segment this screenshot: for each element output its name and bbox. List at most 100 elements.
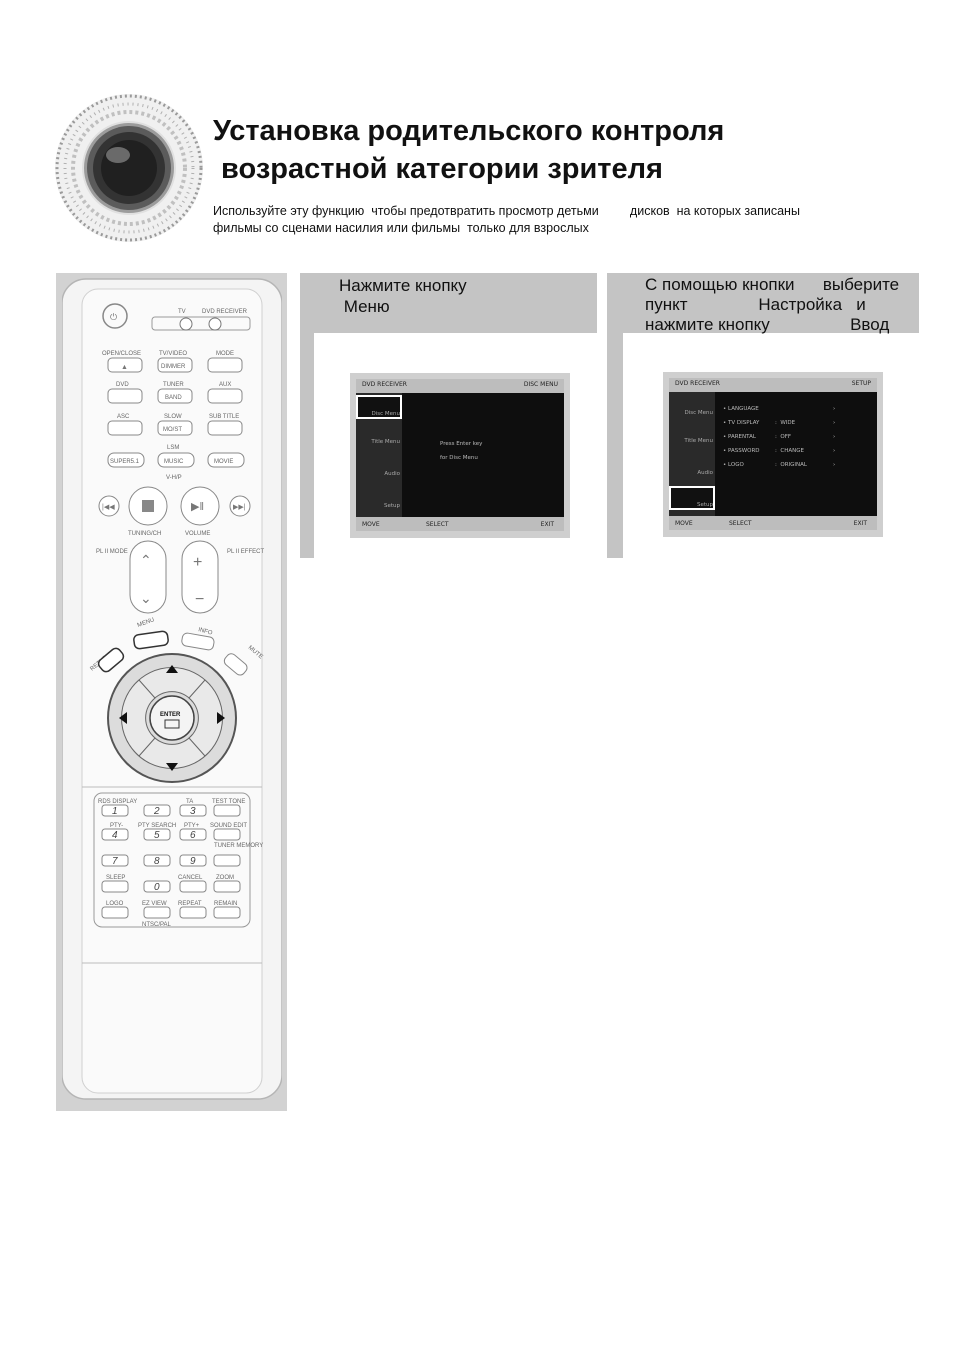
tuning-rocker[interactable] [129,540,167,614]
svg-text:DIMMER: DIMMER [161,364,186,370]
svg-text:SUPER5.1: SUPER5.1 [110,459,140,465]
setup-item: Setup [383,503,400,509]
svg-text:REMAIN: REMAIN [214,901,237,907]
return-button[interactable] [97,646,126,673]
asc-button[interactable] [107,420,143,436]
super51-button[interactable] [107,452,145,468]
svg-text:VOLUME: VOLUME [185,531,210,537]
music-button[interactable] [157,452,195,468]
step-2-screenshot: DVD RECEIVER SETUP Disc Menu Title Menu … [663,372,883,537]
svg-text:PL II EFFECT: PL II EFFECT [227,549,264,555]
svg-text:▶▶|: ▶▶| [233,504,246,511]
info-button[interactable] [181,632,215,651]
svg-text:SLOW: SLOW [164,414,182,420]
title-menu-item: Title Menu [371,439,400,445]
svg-text:AUX: AUX [219,382,231,388]
tuner-band-button[interactable] [157,388,193,404]
svg-text:⏻: ⏻ [110,312,117,322]
svg-text:TUNING/CH: TUNING/CH [128,531,161,537]
svg-text:SLEEP: SLEEP [106,875,125,881]
svg-text:LOGO: LOGO [106,901,124,907]
enter-button[interactable] [149,695,195,741]
svg-text:2: 2 [153,806,160,817]
svg-text:OPEN/CLOSE: OPEN/CLOSE [102,351,141,357]
dvd-mode-button[interactable] [208,317,222,331]
svg-text:MENU: MENU [137,617,156,629]
step-2-bar [607,333,623,558]
svg-text:TUNER MEMORY: TUNER MEMORY [214,843,263,849]
step-1-instruction: Нажмите кнопку Меню [300,273,597,333]
svg-text:MODE: MODE [216,351,234,357]
disc-menu-item: Disc Menu [356,395,402,419]
svg-text:TEST TONE: TEST TONE [212,799,245,805]
svg-text:PTY SEARCH: PTY SEARCH [138,823,176,829]
step-2-instruction: С помощью кнопки выберите пункт Настройк… [607,273,919,334]
svg-text:RDS DISPLAY: RDS DISPLAY [98,799,137,805]
svg-text:TV: TV [178,309,186,315]
page-title: Установка родительского контроля возраст… [213,115,725,185]
svg-text:⌄: ⌄ [140,590,152,606]
dvd-button[interactable] [107,388,143,404]
menu-button[interactable] [133,630,169,650]
svg-text:+: + [193,554,202,571]
svg-text:INFO: INFO [197,627,213,637]
svg-text:5: 5 [154,830,160,841]
disc-logo-icon [54,93,204,243]
svg-text:ENTER: ENTER [160,712,181,718]
mute-button[interactable] [222,652,249,677]
svg-text:MO/ST: MO/ST [163,427,182,433]
svg-text:8: 8 [154,856,160,867]
svg-text:CANCEL: CANCEL [178,875,203,881]
svg-text:LSM: LSM [167,445,179,451]
movie-button[interactable] [207,452,245,468]
volume-rocker[interactable] [181,540,219,614]
svg-text:BAND: BAND [165,395,182,401]
svg-text:DVD RECEIVER: DVD RECEIVER [202,309,248,315]
intro-text: Используйте эту функцию чтобы предотврат… [213,204,800,235]
tv-mode-button[interactable] [179,317,193,331]
svg-text:|◀◀: |◀◀ [102,504,115,511]
svg-text:MOVIE: MOVIE [214,459,233,465]
svg-text:SOUND EDIT: SOUND EDIT [210,823,247,829]
svg-text:9: 9 [190,856,196,867]
svg-text:4: 4 [112,830,118,841]
svg-text:0: 0 [154,882,160,893]
svg-text:TV/VIDEO: TV/VIDEO [159,351,187,357]
step-1-bar [300,333,314,558]
svg-text:ZOOM: ZOOM [216,875,234,881]
next-icon[interactable] [229,495,251,517]
right-arrow-button[interactable] [188,679,223,757]
subtitle-button[interactable] [207,420,243,436]
svg-text:▲: ▲ [121,364,128,371]
svg-text:MUSIC: MUSIC [164,459,184,465]
setup-item-selected: Setup [669,486,715,510]
mode-button[interactable] [207,357,243,373]
left-arrow-button[interactable] [121,679,156,757]
svg-text:1: 1 [112,806,118,817]
svg-text:PL II MODE: PL II MODE [96,549,128,555]
slow-button[interactable] [157,420,193,436]
svg-text:V-H/P: V-H/P [166,475,182,481]
play-pause-button[interactable] [180,486,220,526]
svg-text:▶‖: ▶‖ [191,501,204,513]
svg-text:SUB TITLE: SUB TITLE [209,414,239,420]
svg-text:7: 7 [112,856,118,867]
step-1-screenshot: DVD RECEIVER DISC MENU Disc Menu Title M… [350,373,570,538]
aux-button[interactable] [207,388,243,404]
svg-text:PTY+: PTY+ [184,823,200,829]
svg-text:⌃: ⌃ [140,552,152,568]
svg-text:6: 6 [190,830,196,841]
dimmer-button[interactable] [157,357,193,373]
open-close-button[interactable] [107,357,143,373]
svg-text:TA: TA [186,799,193,805]
svg-text:DVD: DVD [116,382,129,388]
svg-text:PTY-: PTY- [110,823,123,829]
remote-control: ⏻ TV DVD RECEIVER OPEN/CLOSE TV/VIDEO MO… [61,273,283,1103]
previous-icon[interactable] [98,495,120,517]
svg-text:3: 3 [190,806,196,817]
svg-text:NTSC/PAL: NTSC/PAL [142,922,172,928]
svg-text:REPEAT: REPEAT [178,901,202,907]
power-button[interactable] [102,303,128,329]
audio-item: Audio [384,471,400,477]
svg-text:EZ VIEW: EZ VIEW [142,901,167,907]
